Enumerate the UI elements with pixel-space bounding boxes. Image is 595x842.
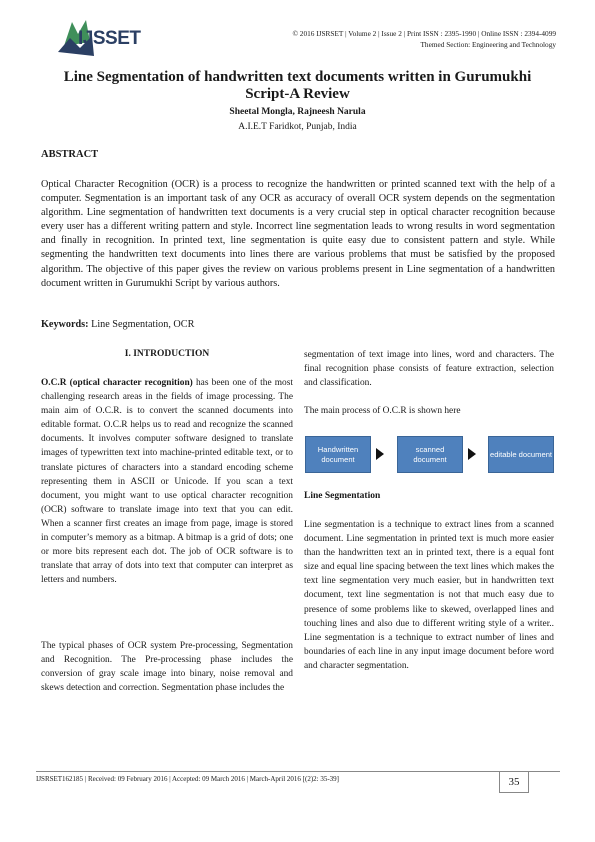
line-segmentation-text: Line segmentation is a technique to extr… <box>304 520 554 671</box>
arrow-right-icon <box>468 448 476 460</box>
flow-box-editable: editable document <box>488 436 554 473</box>
logo-text: IJSSET <box>78 28 141 49</box>
journal-info: © 2016 IJSRSET | Volume 2 | Issue 2 | Pr… <box>292 29 556 38</box>
footer-citation: IJSRSET162185 | Received: 09 February 20… <box>36 775 340 783</box>
intro-text-4: The main process of O.C.R is shown here <box>304 406 461 416</box>
paper-authors: Sheetal Mongla, Rajneesh Narula <box>229 107 366 117</box>
journal-logo: IJSSET <box>56 16 152 60</box>
keywords-list: Line Segmentation, OCR <box>88 319 195 330</box>
journal-header: © 2016 IJSRSET | Volume 2 | Issue 2 | Pr… <box>292 28 556 50</box>
section-heading-introduction: I. INTRODUCTION <box>124 349 210 359</box>
intro-text-1: has been one of the most challenging res… <box>41 378 293 586</box>
page-number: 35 <box>499 771 529 793</box>
abstract-heading: ABSTRACT <box>41 149 99 160</box>
paper-affiliation: A.I.E.T Faridkot, Punjab, India <box>238 122 357 132</box>
intro-text-2: The typical phases of OCR system Pre-pro… <box>41 641 293 694</box>
line-segmentation-paragraph: Line segmentation is a technique to extr… <box>304 518 554 673</box>
themed-section: Themed Section: Engineering and Technolo… <box>420 40 556 49</box>
intro-text-3: segmentation of text image into lines, w… <box>304 350 554 389</box>
abstract-body: Optical Character Recognition (OCR) is a… <box>41 179 555 289</box>
intro-paragraph-1: O.C.R (optical character recognition) ha… <box>41 376 293 587</box>
intro-paragraph-2: The typical phases of OCR system Pre-pro… <box>41 639 293 695</box>
intro-paragraph-4: The main process of O.C.R is shown here <box>304 404 554 418</box>
paper-title: Line Segmentation of handwritten text do… <box>63 69 532 102</box>
subsection-heading-line-segmentation: Line Segmentation <box>304 491 381 501</box>
keywords-label: Keywords: <box>41 319 89 330</box>
ocr-process-diagram: Handwritten document scanned document ed… <box>305 436 554 473</box>
ocr-term: O.C.R (optical character recognition) <box>41 378 193 388</box>
flow-box-handwritten: Handwritten document <box>305 436 371 473</box>
arrow-right-icon <box>376 448 384 460</box>
intro-paragraph-3: segmentation of text image into lines, w… <box>304 348 554 390</box>
footer-divider <box>36 771 560 772</box>
logo-emblem-icon <box>58 20 94 56</box>
keywords: Keywords: Line Segmentation, OCR <box>41 319 194 330</box>
flow-box-scanned: scanned document <box>397 436 463 473</box>
